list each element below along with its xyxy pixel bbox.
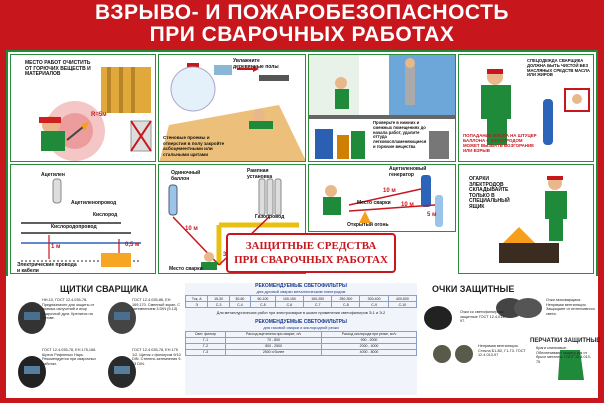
adjacent-rooms-illustration — [309, 55, 455, 159]
table-cell: С-7 — [303, 301, 333, 308]
distance-10m-b: 10 м — [401, 202, 414, 208]
goggles-title: ОЧКИ ЗАЩИТНЫЕ — [432, 284, 515, 294]
floor-prep-top-label: Увлажните деревянные полы — [233, 58, 279, 70]
table-cell: Э — [184, 301, 209, 308]
clothing-label-bottom: ПОПАДАНИЕ МАСЛА НА ШТУЦЕР БАЛЛОНА С КИСЛ… — [463, 133, 537, 153]
banner-line-2: ПРИ СВАРОЧНЫХ РАБОТАХ — [234, 254, 388, 266]
table-cell: С-8 — [331, 301, 361, 308]
panel-clothing: СПЕЦОДЕЖДА СВАРЩИКА ДОЛЖНА БЫТЬ ЧИСТОЙ Б… — [458, 54, 594, 162]
table1-subtitle: для дуговой сварки металлическим электро… — [256, 289, 346, 294]
panel-floor-prep: Увлажните деревянные полы Стеновые проем… — [158, 54, 306, 162]
distance-10m-a: 10 м — [383, 188, 396, 194]
gas-filter-table: Свет. фильтр Расход ацетилена при сварке… — [184, 330, 417, 356]
welding-shields-icon — [18, 302, 136, 388]
floor-prep-bottom-label: Стеновые проемы и отверстия в полу закро… — [163, 135, 225, 157]
panel-generator: Ацетиленовый генератор 10 м 10 м 5 м Мес… — [308, 164, 456, 232]
single-cylinder-label: Одиночный баллон — [171, 170, 201, 182]
wires-label: Электрические провода и кабели — [17, 262, 77, 274]
gas-line-label: Газопровод — [255, 214, 285, 220]
table1-title: РЕКОМЕНДУЕМЫЕ СВЕТОФИЛЬТРЫ — [255, 283, 347, 289]
weld-place-label: Место сварки — [169, 266, 203, 272]
arc-filter-table: Ток, А 15-30 30-60 60-100 100-150 150-25… — [184, 295, 418, 308]
distance-05m: 0,5 м — [125, 242, 140, 248]
goggles-desc-3: Непрямая вентиляция. Стекла Б1-В2, Г1-Г3… — [478, 344, 526, 357]
table-row: Э С-3 С-4 С-5 С-6 С-7 С-8 С-9 С-10 — [184, 301, 418, 308]
hoses-illustration — [21, 178, 141, 267]
shield-desc-4: ГОСТ 12.4.035-78, ЕН 175 1/2. Щиток с фи… — [132, 348, 182, 366]
shield-desc-1: НН-10, ГОСТ 12.4.035-78. Предназначен дл… — [42, 298, 95, 320]
open-fire-label: Открытый огонь — [347, 222, 389, 228]
table1-note: Для металлургических работ при электросв… — [216, 311, 386, 315]
table-cell: 2500 и более — [225, 348, 323, 356]
table-cell: С-10 — [387, 301, 418, 308]
goggles-desc-1: Очки газосварщика. Непрямая вентиляция. … — [546, 298, 596, 316]
shield-desc-3: ГОСТ 12.4.035-86, ЕН 169,170. Сменный эк… — [132, 298, 181, 311]
panel-clear-area: МЕСТО РАБОТ ОЧИСТИТЬ ОТ ГОРЮЧИХ ВЕЩЕСТВ … — [10, 54, 156, 162]
electrode-stubs-label: ОГАРКИ ЭЛЕКТРОДОВ СКЛАДЫВАЙТЕ ТОЛЬКО В С… — [469, 176, 510, 210]
poster-title: ВЗРЫВО- И ПОЖАРОБЕЗОПАСНОСТЬ ПРИ СВАРОЧН… — [0, 2, 604, 46]
adjacent-rooms-label: Проверьте в нижних и смежных помещениях … — [373, 120, 427, 149]
clothing-illustration — [481, 69, 590, 145]
shields-title: ЩИТКИ СВАРЩИКА — [60, 284, 149, 294]
acetylene-label: Ацетилен — [41, 172, 65, 178]
table2-subtitle: для газовой сварки и кислородной резки — [263, 324, 339, 330]
table-cell: С-9 — [359, 301, 389, 308]
clothing-label-top: СПЕЦОДЕЖДА СВАРЩИКА ДОЛЖНА БЫТЬ ЧИСТОЙ Б… — [527, 58, 590, 78]
table-cell: 4000 - 8000 — [321, 348, 417, 356]
table-cell: С-3 — [207, 301, 230, 308]
goggles-icon — [424, 298, 584, 380]
distance-5m-b: 5 м — [427, 212, 437, 218]
distance-1m: 1 м — [51, 244, 61, 250]
gas-cylinders-illustration — [168, 178, 299, 270]
electrode-stubs-illustration — [499, 176, 567, 263]
radius-label: R=5м — [91, 112, 107, 118]
acetylene-hose-label: Ацетиленопровод — [71, 200, 117, 206]
protective-means-banner: ЗАЩИТНЫЕ СРЕДСТВА ПРИ СВАРОЧНЫХ РАБОТАХ — [226, 233, 396, 273]
table-cell: С-5 — [250, 301, 276, 308]
table-cell: С-6 — [274, 301, 305, 308]
panel-hoses: Ацетилен Ацетиленопровод Кислород Кислор… — [10, 164, 156, 274]
title-line-1: ВЗРЫВО- И ПОЖАРОБЕЗОПАСНОСТЬ — [95, 1, 509, 24]
generator-label: Ацетиленовый генератор — [389, 166, 427, 178]
ramp-label: Рампная установка — [247, 168, 273, 180]
table-cell: Г-3 — [184, 348, 227, 356]
panel-clear-area-label: МЕСТО РАБОТ ОЧИСТИТЬ ОТ ГОРЮЧИХ ВЕЩЕСТВ … — [25, 60, 91, 77]
distance-10m: 10 м — [185, 226, 198, 232]
panel-adjacent-rooms: Проверьте в нижних и смежных помещениях … — [308, 54, 456, 162]
weld-place-label-2: Место сварки — [357, 200, 391, 206]
banner-line-1: ЗАЩИТНЫЕ СРЕДСТВА — [245, 240, 377, 252]
gloves-title: ПЕРЧАТКИ ЗАЩИТНЫЕ — [530, 338, 601, 344]
table-row: Г-3 2500 и более 4000 - 8000 — [184, 348, 417, 356]
title-line-2: ПРИ СВАРОЧНЫХ РАБОТАХ — [149, 23, 455, 46]
generator-illustration — [323, 175, 443, 227]
oxygen-label: Кислород — [93, 212, 118, 218]
table-cell: С-4 — [228, 301, 252, 308]
filters-tables: РЕКОМЕНДУЕМЫЕ СВЕТОФИЛЬТРЫ для дуговой с… — [184, 283, 418, 395]
goggles-desc-2: Очки со светофильтрами защитные ГОСТ 12.… — [460, 310, 506, 323]
floor-prep-illustration — [159, 63, 305, 161]
gloves-desc: Краги спилковые. Обеспечивают защиту рук… — [536, 346, 592, 364]
clear-area-illustration — [39, 67, 152, 161]
panel-electrode-stubs: ОГАРКИ ЭЛЕКТРОДОВ СКЛАДЫВАЙТЕ ТОЛЬКО В С… — [458, 164, 594, 274]
table2-title: РЕКОМЕНДУЕМЫЕ СВЕТОФИЛЬТРЫ — [255, 318, 347, 325]
oxygen-hose-label: Кислородопровод — [51, 224, 97, 230]
shield-desc-2: ГОСТ 12.4.035-78, ЕН 175,166. Щиток Рифл… — [42, 348, 97, 366]
